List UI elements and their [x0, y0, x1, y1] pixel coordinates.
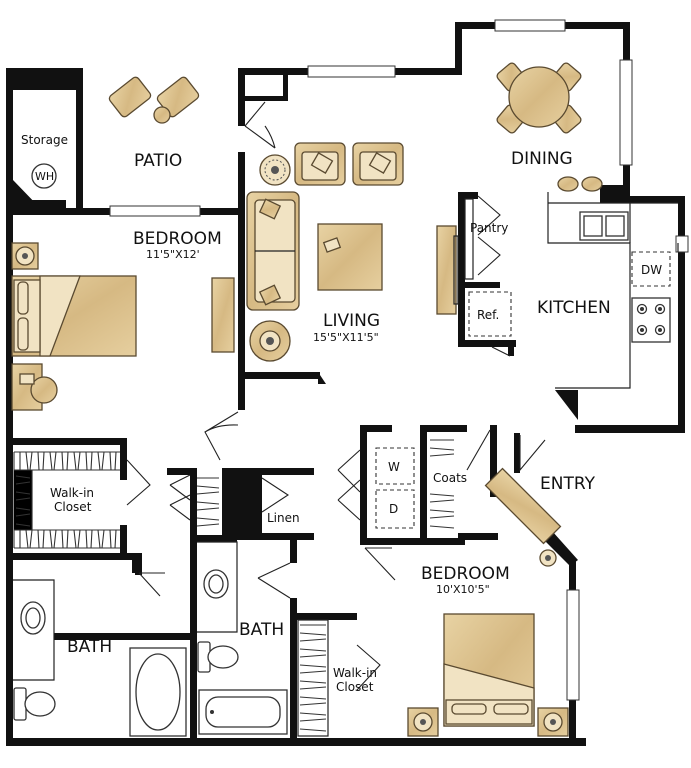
bedroom-dimensions: 11'5"X12' — [146, 248, 200, 261]
living-dimensions: 15'5"X11'5" — [313, 331, 379, 344]
nightstand-icon — [11, 242, 39, 270]
water-heater-icon — [31, 163, 57, 189]
dryer-label: D — [389, 502, 398, 516]
walk-in-closet-label: Closet — [54, 500, 92, 514]
walk-in-closet-label: Walk-in — [50, 486, 94, 500]
kitchen-label: KITCHEN — [537, 298, 611, 318]
water-heater-label: WH — [35, 170, 54, 183]
sink-icon — [203, 569, 229, 599]
refrigerator-label: Ref. — [477, 308, 499, 322]
bedroom-dimensions: 10'X10'5" — [436, 583, 490, 596]
armchair-icon — [294, 142, 404, 186]
lamp-icon — [259, 154, 291, 186]
furniture — [11, 62, 582, 737]
patio-label: PATIO — [134, 151, 182, 171]
nightstand-icon — [407, 707, 569, 737]
bed-icon — [11, 275, 137, 357]
sofa-icon — [246, 191, 300, 311]
bath-label: BATH — [239, 620, 284, 640]
entry-label: ENTRY — [540, 474, 596, 494]
coats-label: Coats — [433, 471, 467, 485]
toilet-icon — [197, 641, 239, 673]
dresser-icon — [484, 467, 562, 567]
refrigerator — [468, 291, 512, 337]
patio-lounge-chair-icon — [108, 76, 200, 124]
walk-in-closet-label: Walk-in — [333, 666, 377, 680]
toilet-icon — [13, 687, 56, 721]
bedroom-label: BEDROOM — [133, 229, 222, 249]
dishwasher-label: DW — [641, 263, 662, 277]
dining-label: DINING — [511, 149, 573, 169]
stove-icon — [631, 297, 671, 343]
door-swings — [126, 101, 546, 691]
bath-fixtures — [13, 163, 415, 737]
closet-hangers — [13, 439, 455, 737]
bar-stool-icon — [581, 176, 603, 192]
storage-label: Storage — [21, 133, 68, 147]
coffee-table-icon — [317, 223, 383, 291]
lamp-icon — [249, 320, 291, 362]
sink-icon — [20, 601, 46, 635]
bath-label: BATH — [67, 637, 112, 657]
tv-console-icon — [436, 225, 457, 315]
kitchen-counters: DW Ref. — [464, 176, 679, 389]
bathtub-icon — [198, 689, 288, 735]
dishwasher — [631, 251, 671, 287]
walk-in-closet-label: Closet — [336, 680, 374, 694]
washer-label: W — [388, 460, 400, 474]
room-labels: Storage WH PATIO DINING BEDROOM 11'5"X12… — [21, 133, 611, 694]
washer — [375, 447, 415, 485]
dining-table-icon — [496, 62, 582, 134]
kitchen-sink-icon — [579, 211, 629, 241]
bathtub-icon — [129, 647, 187, 737]
desk-icon — [11, 363, 58, 411]
bed-icon — [443, 613, 535, 727]
pantry-label: Pantry — [470, 221, 508, 235]
windows — [109, 19, 689, 701]
linen-label: Linen — [267, 511, 300, 525]
bar-stool-icon — [557, 176, 579, 192]
bedroom-label: BEDROOM — [421, 564, 510, 584]
living-label: LIVING — [323, 311, 380, 331]
dryer — [375, 489, 415, 529]
dresser-icon — [211, 277, 235, 353]
